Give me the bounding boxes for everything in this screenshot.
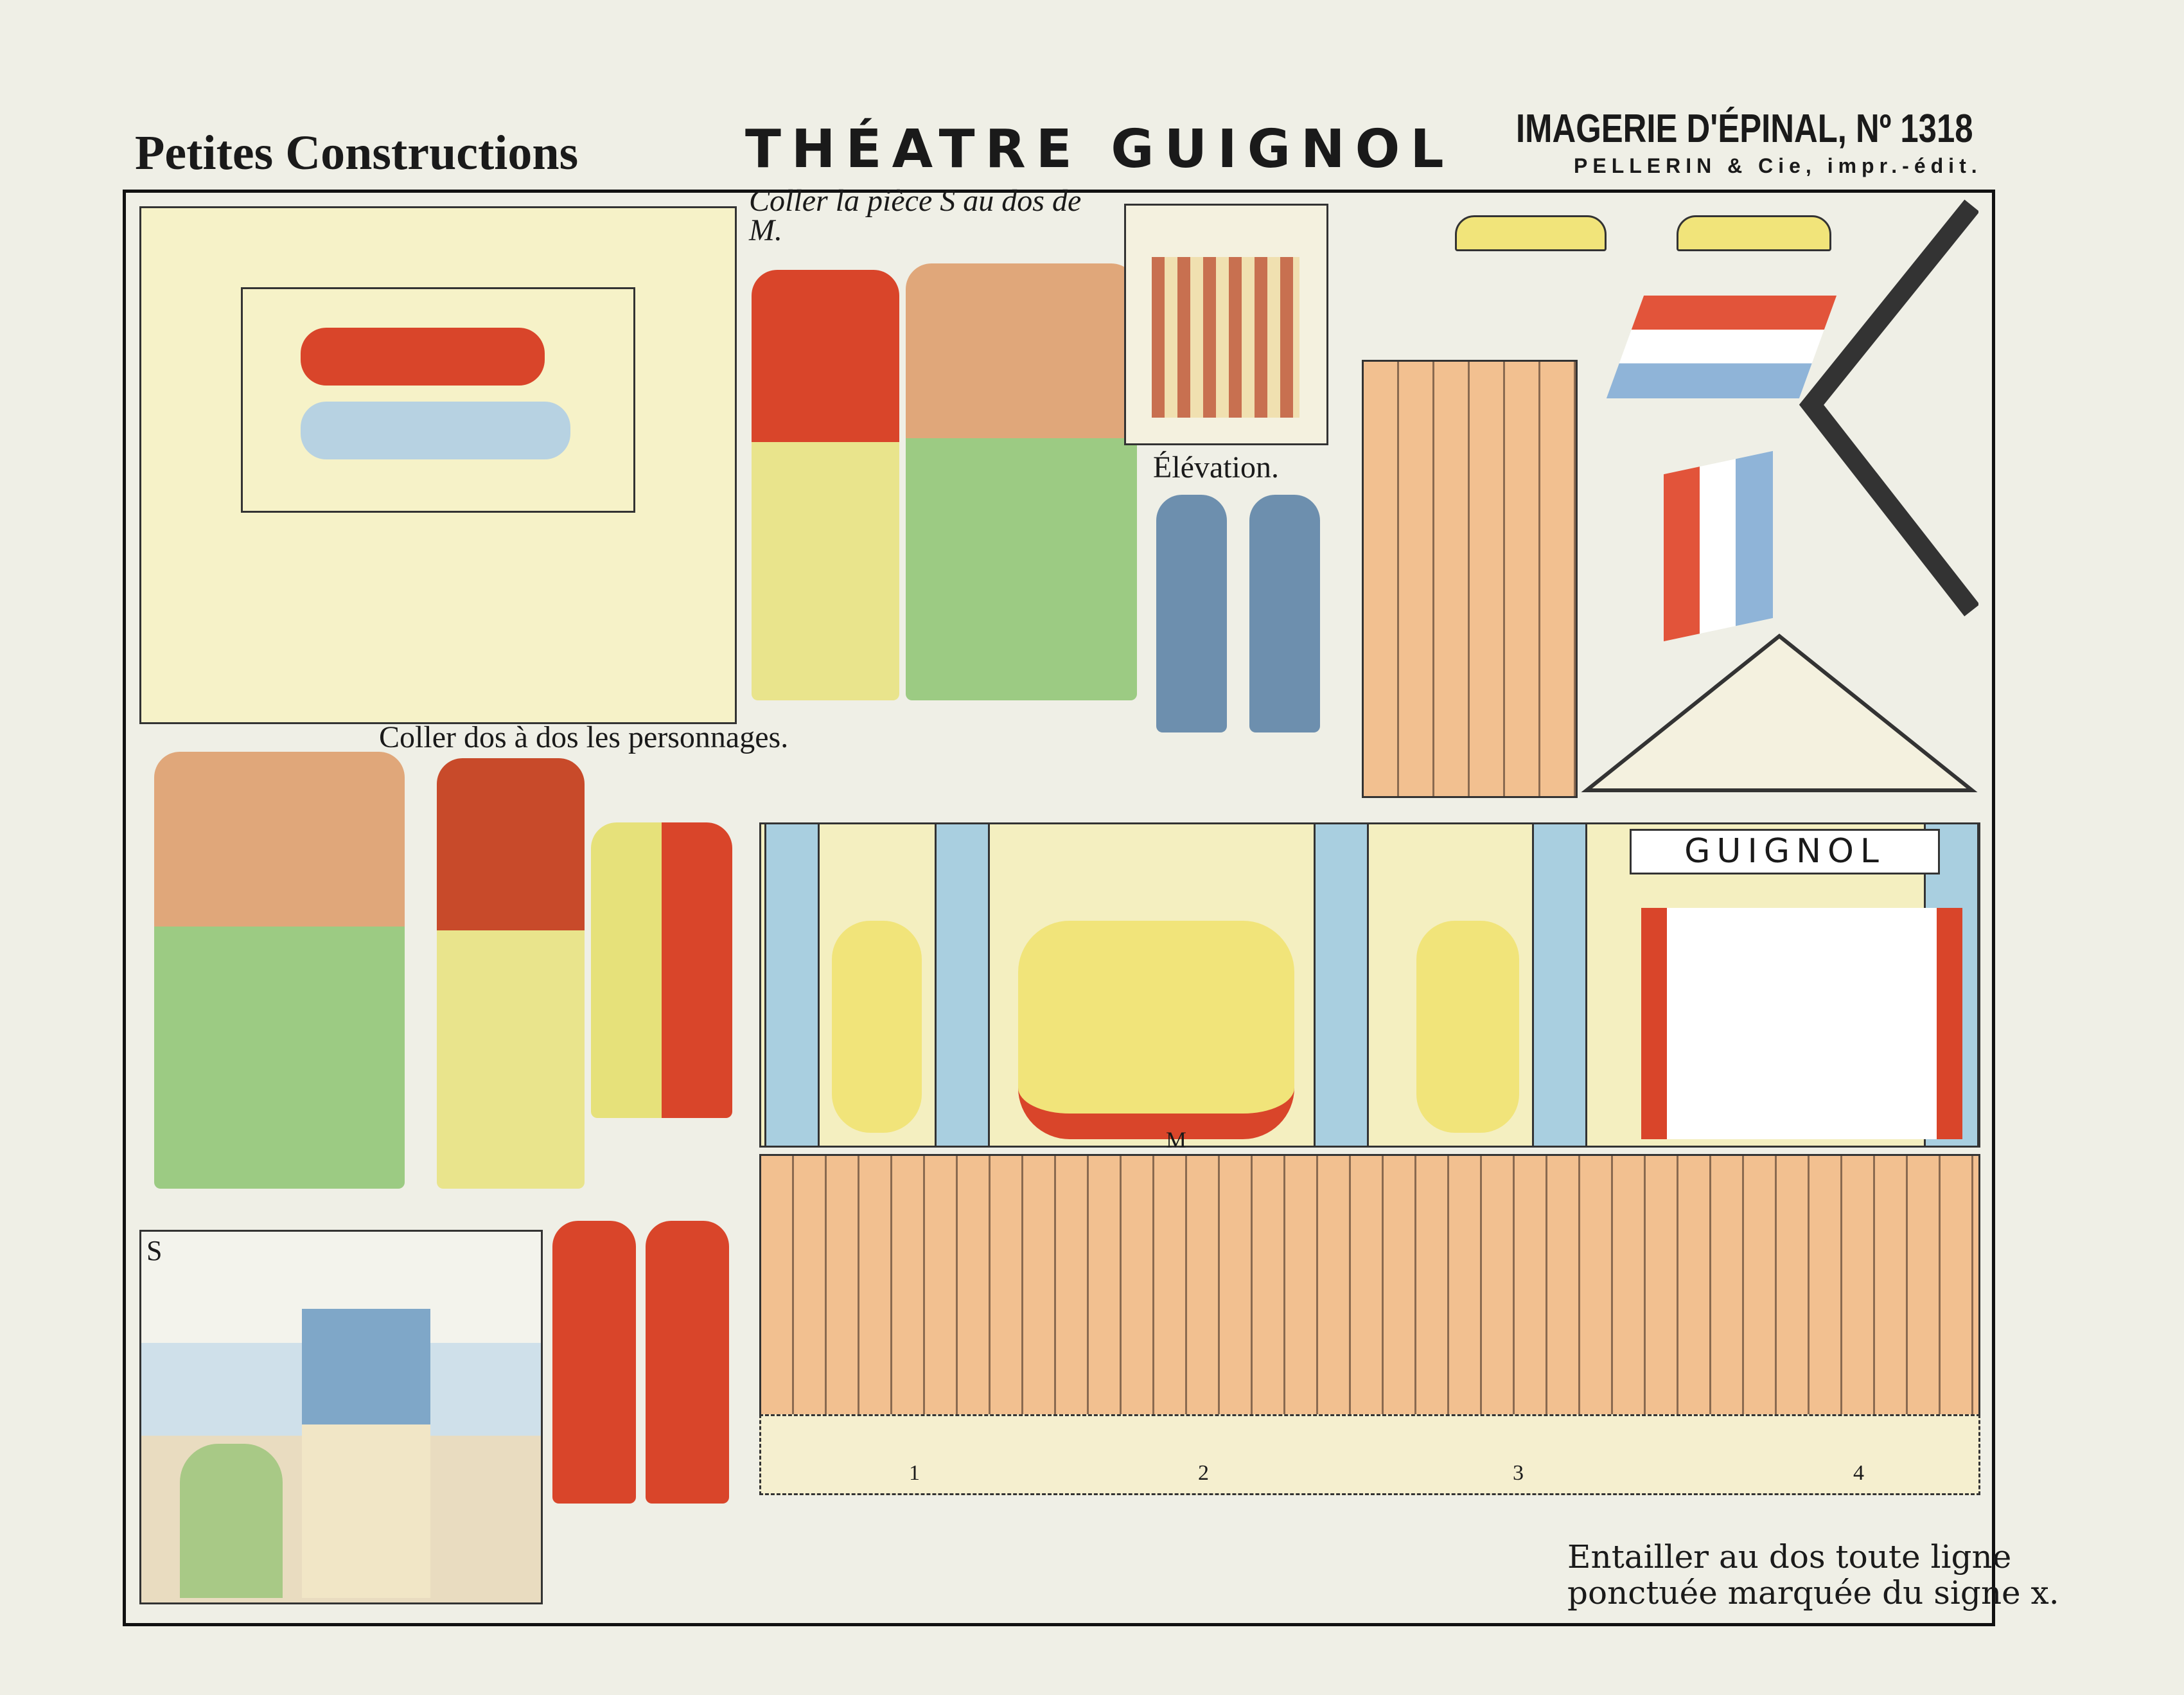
ornament-piece: [1677, 215, 1831, 251]
column: [935, 824, 990, 1146]
column: [764, 824, 820, 1146]
boys-figure-back: [591, 822, 732, 1118]
glue-piece-note: Coller la pièce S au dos de M.: [749, 184, 1082, 247]
flag-piece: [1664, 450, 1773, 642]
fold-number: 4: [1853, 1461, 1864, 1485]
cut-instruction: Entailler au dos toute ligne ponctuée ma…: [1567, 1539, 2059, 1611]
main-title: THÉATRE GUIGNOL: [745, 119, 1454, 180]
woman-children-figure-back: [154, 752, 405, 1189]
printer: PELLERIN & Cie, impr.-édit.: [1574, 154, 1982, 177]
fold-number: 2: [1198, 1461, 1209, 1485]
figure-illustration: [301, 328, 545, 386]
column: [1314, 824, 1369, 1146]
trees-illustration: [180, 1444, 283, 1598]
woman-figure-back: [437, 758, 585, 1189]
pediment-piece: [1581, 634, 1978, 792]
base-piece: [241, 287, 635, 513]
mask-ornament: [1416, 921, 1519, 1133]
house-illustration: [302, 1309, 430, 1598]
fold-strip: 1 2 3 4: [759, 1414, 1980, 1495]
cut-instruction-line: Entailler au dos toute ligne: [1567, 1538, 2012, 1575]
roof-truss-piece: [1799, 199, 1978, 617]
puppet-stage: [1641, 908, 1962, 1139]
piece-s-label: S: [146, 1235, 163, 1266]
fold-number: 3: [1513, 1461, 1524, 1485]
fold-number: 1: [909, 1461, 920, 1485]
boy-hat-figure: [646, 1221, 729, 1504]
elevation-label: Élévation.: [1153, 450, 1279, 484]
backing-panel: [139, 206, 737, 724]
theatre-miniature: [1152, 257, 1299, 418]
column: [1532, 824, 1587, 1146]
scroll-ornament: [1018, 921, 1294, 1139]
ornament-piece: [1455, 215, 1607, 251]
boy-figure: [1249, 495, 1320, 732]
series-title: Petites Constructions: [135, 126, 579, 180]
mask-ornament: [832, 921, 922, 1133]
guignol-sign: GUIGNOL: [1630, 829, 1940, 874]
side-panel-piece: [1362, 360, 1578, 798]
lower-panels: [759, 1154, 1980, 1418]
boy-hat-figure: [552, 1221, 636, 1504]
piece-m-label: M: [1166, 1127, 1187, 1153]
glue-back-note: Coller dos à dos les personnages.: [379, 720, 789, 754]
column-row: M: [759, 822, 1980, 1153]
elevation-picture: [1124, 204, 1328, 445]
publisher: IMAGERIE D'ÉPINAL, Nº 1318: [1516, 107, 1973, 151]
cut-instruction-line: ponctuée marquée du signe x.: [1567, 1574, 2059, 1611]
boy-figure: [1156, 495, 1227, 732]
woman-children-figure: [906, 263, 1137, 700]
backdrop-piece-s: S: [139, 1230, 543, 1604]
theatre-facade: M GUIGNOL 1 2 3 4: [759, 794, 1980, 1517]
woman-figure: [752, 270, 899, 700]
sheet-frame: [123, 190, 1995, 1626]
figure-illustration: [301, 402, 570, 459]
